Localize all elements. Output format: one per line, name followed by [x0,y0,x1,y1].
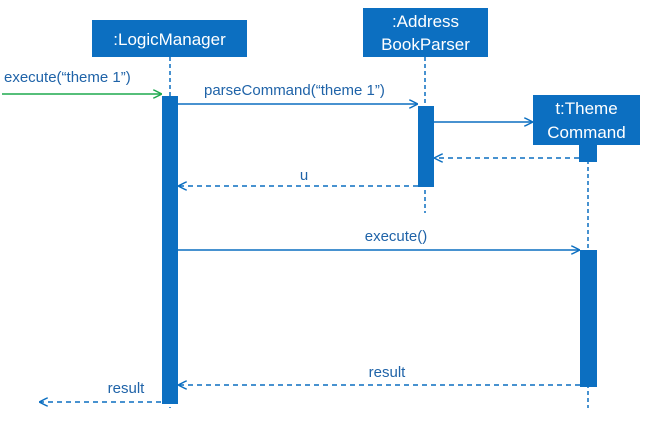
address-book-parser-activation [418,106,434,187]
logic-manager-participant[interactable]: :LogicManager [92,20,247,57]
theme-command-activation [580,250,597,387]
message-execute-theme: execute(“theme 1”) [2,69,161,94]
logic-manager-label: :LogicManager [113,30,226,49]
theme-command-label-line2: Command [547,123,625,142]
return-result-out: result [40,380,161,402]
message-parse-command: parseCommand(“theme 1”) [178,82,417,104]
return-u: u [179,167,418,186]
result-from-command-label: result [369,364,407,381]
return-result-from-command: result [179,364,580,385]
theme-command-participant[interactable]: t:Theme Command [533,95,640,145]
address-book-parser-participant[interactable]: :Address BookParser [363,8,488,57]
execute-label: execute() [365,228,428,245]
execute-theme-label: execute(“theme 1”) [4,69,131,86]
message-execute: execute() [178,228,579,250]
address-book-parser-label-line1: :Address [392,12,459,31]
logic-manager-activation [162,96,178,404]
return-u-label: u [300,167,308,184]
theme-command-label-line1: t:Theme [555,99,617,118]
theme-command-creation-activation [579,145,597,162]
address-book-parser-label-line2: BookParser [381,35,470,54]
parse-command-label: parseCommand(“theme 1”) [204,82,385,99]
result-out-label: result [108,380,146,397]
